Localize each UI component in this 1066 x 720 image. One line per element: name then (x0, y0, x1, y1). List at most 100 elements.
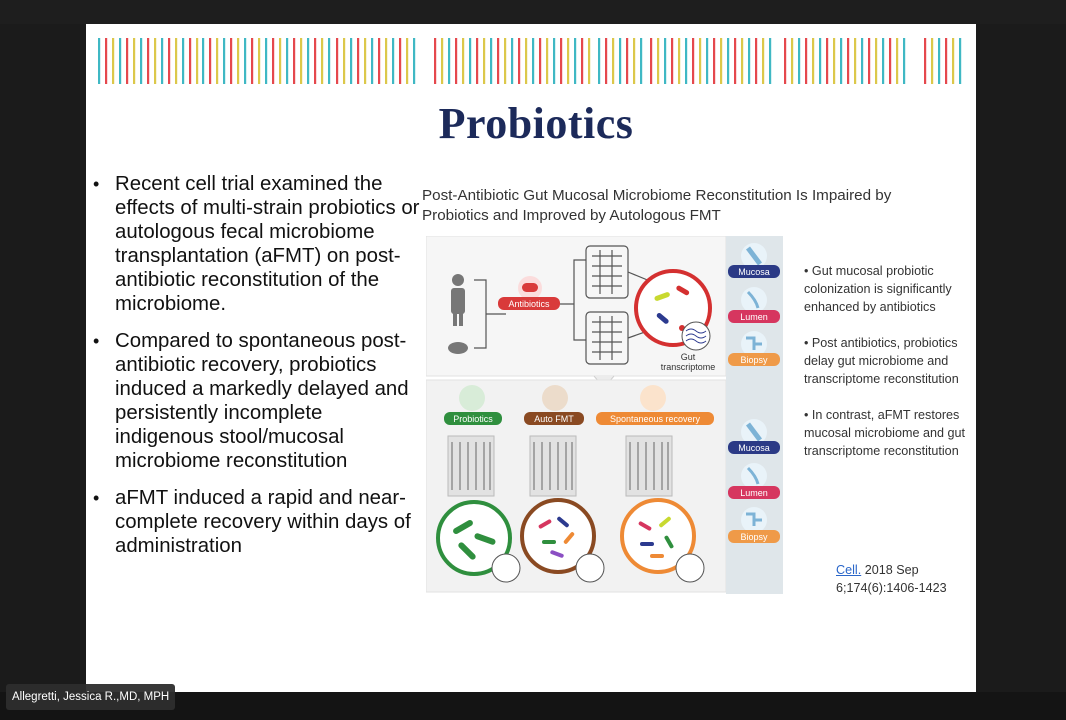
probiotics-text: Probiotics (453, 414, 493, 424)
stripe (633, 38, 636, 84)
stripe (882, 38, 885, 84)
biopsy-icon (741, 331, 767, 357)
biopsy-label: Biopsy (740, 355, 768, 365)
stripe (490, 38, 493, 84)
auto-fmt-text: Auto FMT (534, 414, 574, 424)
stripe (357, 38, 360, 84)
bullet-item: Recent cell trial examined the effects o… (90, 172, 420, 316)
stripe (364, 38, 367, 84)
stripe (434, 38, 437, 84)
lumen-icon (741, 287, 767, 313)
stripe (706, 38, 709, 84)
citation: Cell. 2018 Sep 6;174(6):1406-1423 (836, 561, 976, 597)
figure-title: Post-Antibiotic Gut Mucosal Microbiome R… (422, 187, 892, 224)
stripe (133, 38, 136, 84)
shared-slide: Probiotics Recent cell trial examined th… (86, 24, 976, 692)
spontaneous-outcome-circle (620, 498, 696, 574)
mouse-icon (448, 342, 468, 354)
decorative-stripes (98, 38, 962, 84)
graphical-abstract-figure: Antibiotics Gut transcriptome Probiotics (426, 236, 783, 594)
stripe (98, 38, 101, 84)
mucosa-icon (741, 243, 767, 269)
stripe (805, 38, 808, 84)
citation-journal-link[interactable]: Cell. (836, 563, 862, 577)
note-item: • Gut mucosal probiotic colonization is … (804, 264, 952, 314)
meeting-bottom-bar (0, 692, 1066, 720)
spontaneous-recovery-text: Spontaneous recovery (610, 414, 701, 424)
stripe (924, 38, 927, 84)
stripe (336, 38, 339, 84)
stripe (300, 38, 303, 84)
stripe (868, 38, 871, 84)
stripe (889, 38, 892, 84)
stripe (574, 38, 577, 84)
mucosa-label-2: Mucosa (738, 443, 770, 453)
note-item: • Post antibiotics, probiotics delay gut… (804, 336, 959, 386)
human-icon (451, 274, 465, 326)
antibiotics-label (498, 297, 560, 310)
stripe (762, 38, 765, 84)
stripe (244, 38, 247, 84)
lumen-label-2: Lumen (740, 488, 768, 498)
stripe (692, 38, 695, 84)
stripe (720, 38, 723, 84)
stripe (392, 38, 395, 84)
stripe (791, 38, 794, 84)
participant-name-tag: Allegretti, Jessica R.,MD, MPH (6, 684, 176, 710)
stripe (455, 38, 458, 84)
stripe (314, 38, 317, 84)
stripe (112, 38, 115, 84)
stripe (265, 38, 268, 84)
stripe (727, 38, 730, 84)
stripe (286, 38, 289, 84)
stripe (350, 38, 353, 84)
stripe (497, 38, 500, 84)
stripe (258, 38, 261, 84)
stripe (560, 38, 563, 84)
stripe (441, 38, 444, 84)
stripe (105, 38, 108, 84)
stripe (406, 38, 409, 84)
gut-diagram (585, 245, 663, 365)
meeting-top-bar (0, 0, 1066, 24)
stripe (182, 38, 185, 84)
stripe (196, 38, 199, 84)
stripe (861, 38, 864, 84)
stripe (826, 38, 829, 84)
stripe (734, 38, 737, 84)
biopsy-label-2: Biopsy (740, 532, 768, 542)
stripe (469, 38, 472, 84)
stripe (640, 38, 643, 84)
stripe (931, 38, 934, 84)
auto-fmt-label (524, 412, 584, 425)
bullet-list: Recent cell trial examined the effects o… (90, 172, 420, 571)
stripe (581, 38, 584, 84)
stripe (539, 38, 542, 84)
stripe (798, 38, 801, 84)
stripe (293, 38, 296, 84)
stripe (448, 38, 451, 84)
stripe (598, 38, 601, 84)
lumen-label: Lumen (740, 312, 768, 322)
stripe (476, 38, 479, 84)
note-item: • In contrast, aFMT restores mucosal mic… (804, 408, 965, 458)
stripe (945, 38, 948, 84)
stripe (546, 38, 549, 84)
stripe (462, 38, 465, 84)
stripe (875, 38, 878, 84)
stripe (959, 38, 962, 84)
mucosa-label: Mucosa (738, 267, 770, 277)
citation-date: 2018 Sep (861, 563, 919, 577)
slide-title: Probiotics (438, 99, 634, 148)
stripe (938, 38, 941, 84)
stripe (202, 38, 205, 84)
stripe (847, 38, 850, 84)
stripe (279, 38, 282, 84)
stripe (699, 38, 702, 84)
stripe (532, 38, 535, 84)
stripe (755, 38, 758, 84)
stripe (321, 38, 324, 84)
stripe (483, 38, 486, 84)
stripe (216, 38, 219, 84)
stripe (657, 38, 660, 84)
